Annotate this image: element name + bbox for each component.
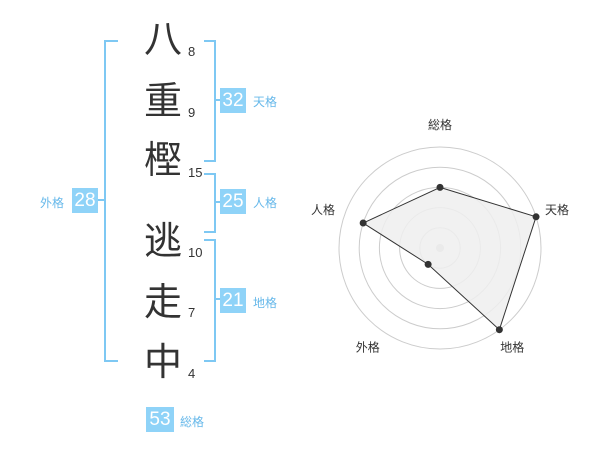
tenkaku-bracket [204, 40, 216, 162]
tenkaku-connector [216, 99, 220, 101]
radar-point-4 [424, 260, 432, 268]
radar-point-3 [495, 326, 503, 334]
stroke-count-5: 7 [188, 305, 196, 320]
stroke-count-1: 8 [188, 44, 196, 59]
kanji-char-4: 逃 [143, 219, 182, 263]
radar-axis-label-2: 天格 [545, 202, 569, 217]
jinkaku-bracket [204, 173, 216, 233]
radar-point-5 [359, 219, 367, 227]
stroke-count-4: 10 [188, 245, 203, 260]
radar-ring [338, 146, 542, 350]
chikaku-connector [216, 298, 220, 300]
jinkaku-badge: 25 [220, 189, 246, 214]
kanji-char-2: 重 [143, 79, 182, 123]
tenkaku-badge: 32 [220, 88, 246, 113]
radar-point-1 [436, 183, 444, 191]
stroke-count-6: 4 [188, 366, 196, 381]
kanji-char-5: 走 [143, 280, 182, 324]
radar-data-polygon [362, 186, 537, 331]
stroke-count-3: 15 [188, 165, 203, 180]
gaikaku-bracket [104, 40, 118, 362]
soukaku-badge: 53 [146, 407, 174, 432]
tenkaku-label: 天格 [253, 95, 278, 109]
radar-axis-label-3: 地格 [500, 340, 524, 355]
kanji-char-1: 八 [143, 17, 182, 61]
gaikaku-label: 外格 [40, 196, 65, 210]
jinkaku-label: 人格 [253, 196, 278, 210]
gaikaku-badge: 28 [72, 188, 98, 213]
chikaku-badge: 21 [220, 288, 246, 313]
radar-axis-label-1: 総格 [428, 117, 452, 132]
soukaku-label: 総格 [180, 415, 205, 429]
kanji-char-3: 樫 [143, 138, 182, 182]
jinkaku-connector [216, 201, 220, 203]
radar-axis-label-4: 外格 [356, 340, 380, 355]
stroke-count-2: 9 [188, 105, 196, 120]
kanji-char-6: 中 [143, 340, 182, 384]
radar-axis-label-5: 人格 [311, 202, 335, 217]
radar-point-2 [532, 213, 540, 221]
gaikaku-connector [98, 199, 104, 201]
chikaku-label: 地格 [253, 296, 278, 310]
chikaku-bracket [204, 239, 216, 362]
